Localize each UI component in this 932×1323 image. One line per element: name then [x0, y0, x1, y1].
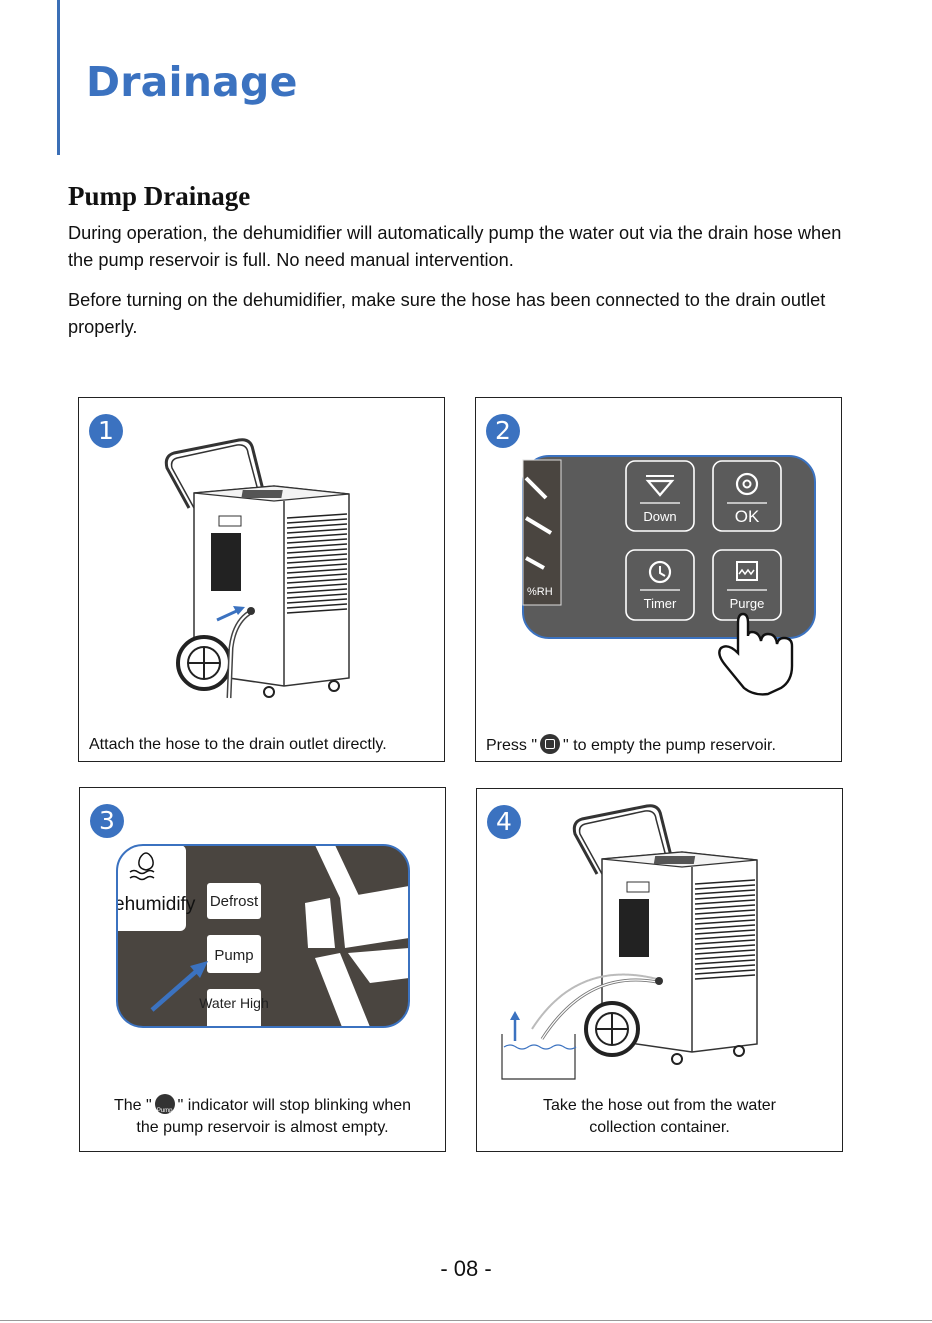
step-3-caption: The "Pump" indicator will stop blinking …	[80, 1094, 445, 1139]
dehumidifier-with-hose-illustration	[164, 438, 350, 699]
step-3-badge: 3	[90, 804, 124, 838]
svg-text:Defrost: Defrost	[210, 893, 259, 910]
svg-text:Water High: Water High	[199, 995, 269, 1011]
page-title: Drainage	[86, 58, 298, 106]
step-2-badge: 2	[486, 414, 520, 448]
step-2-panel: 2 %RH Down OK Timer	[475, 397, 842, 762]
svg-text:Down: Down	[643, 509, 676, 524]
step-4-panel: 4	[476, 788, 843, 1152]
display-unit-label: %RH	[527, 586, 553, 598]
pump-indicator: Pump	[207, 935, 261, 973]
ok-button[interactable]: OK	[712, 460, 782, 532]
warning-paragraph: Before turning on the dehumidifier, make…	[68, 290, 826, 337]
dehumidifier-hose-removal-illustration	[501, 804, 758, 1080]
page-number: - 08 -	[440, 1256, 492, 1281]
pointing-hand-icon	[718, 612, 794, 696]
down-button[interactable]: Down	[625, 460, 695, 532]
section-title: Pump Drainage	[68, 181, 251, 211]
water-high-indicator: Water High	[199, 989, 269, 1027]
bottom-rule	[0, 1320, 932, 1321]
pump-icon: Pump	[154, 1094, 175, 1114]
step-4-caption: Take the hose out from the water collect…	[542, 1097, 776, 1136]
step-1-badge: 1	[89, 414, 123, 448]
step-4-badge: 4	[487, 805, 521, 839]
intro-paragraph: During operation, the dehumidifier will …	[68, 223, 842, 270]
svg-text:Purge: Purge	[730, 596, 765, 611]
svg-text:Pump: Pump	[214, 947, 253, 964]
step-3-panel: 3 ehumidify Defrost Pump Water H	[79, 787, 446, 1152]
purge-button[interactable]: Purge	[712, 549, 782, 621]
svg-text:Timer: Timer	[644, 596, 677, 611]
svg-text:OK: OK	[735, 507, 760, 526]
control-panel-illustration: %RH Down OK Timer Purge	[522, 455, 816, 696]
timer-button[interactable]: Timer	[625, 549, 695, 621]
defrost-indicator: Defrost	[207, 883, 261, 919]
step-1-panel: 1	[78, 397, 445, 762]
step-1-caption: Attach the hose to the drain outlet dire…	[89, 736, 387, 753]
side-accent-rule	[57, 0, 60, 155]
mode-label: ehumidify	[114, 894, 196, 915]
indicator-display-illustration: ehumidify Defrost Pump Water High	[114, 844, 410, 1028]
purge-icon	[540, 734, 561, 754]
step-2-caption: Press "" to empty the pump reservoir.	[486, 734, 841, 757]
